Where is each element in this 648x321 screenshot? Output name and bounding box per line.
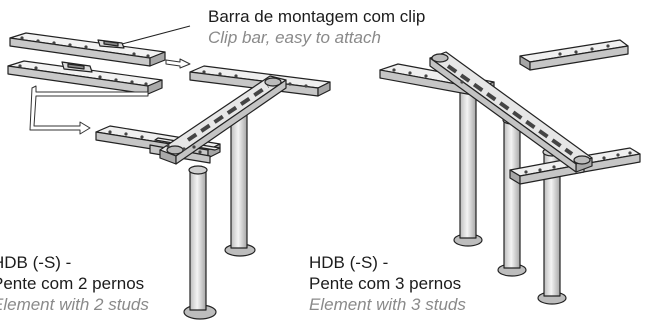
clip-bar-callout: Barra de montagem com clip Clip bar, eas… xyxy=(208,6,425,48)
left-assembly xyxy=(7,25,331,320)
right-assembly xyxy=(379,39,641,305)
assembly-arrow-lower xyxy=(29,85,149,135)
loose-rail-lower xyxy=(7,60,163,95)
left-anchor-channel xyxy=(159,75,287,165)
callout-leader-line xyxy=(121,25,191,45)
right-caption-line1: HDB (-S) - xyxy=(309,253,389,272)
assembly-arrow-upper xyxy=(165,58,191,69)
right-caption-line2: Pente com 3 pernos xyxy=(309,274,462,293)
right-caption-line3: Element with 3 studs xyxy=(309,295,466,314)
right-element-caption: HDB (-S) - Pente com 3 pernos Element wi… xyxy=(309,252,466,315)
left-caption-line2: Pente com 2 pernos xyxy=(0,274,145,293)
left-element-caption: HDB (-S) - Pente com 2 pernos Element wi… xyxy=(0,252,149,315)
left-stud-2 xyxy=(224,107,256,257)
right-rail-top-right xyxy=(519,39,629,71)
right-rail-holes xyxy=(392,44,632,174)
loose-rail-upper xyxy=(9,32,166,67)
right-anchor-channel xyxy=(429,51,593,173)
left-stud-1 xyxy=(183,165,217,320)
clip-bar-label-en: Clip bar, easy to attach xyxy=(208,28,381,47)
right-stud-2 xyxy=(497,115,527,277)
left-caption-line1: HDB (-S) - xyxy=(0,253,72,272)
right-stud-1 xyxy=(453,83,483,247)
clip-bar-label-pt: Barra de montagem com clip xyxy=(208,7,426,26)
left-caption-line3: Element with 2 studs xyxy=(0,295,149,314)
left-rail-holes xyxy=(18,36,308,154)
